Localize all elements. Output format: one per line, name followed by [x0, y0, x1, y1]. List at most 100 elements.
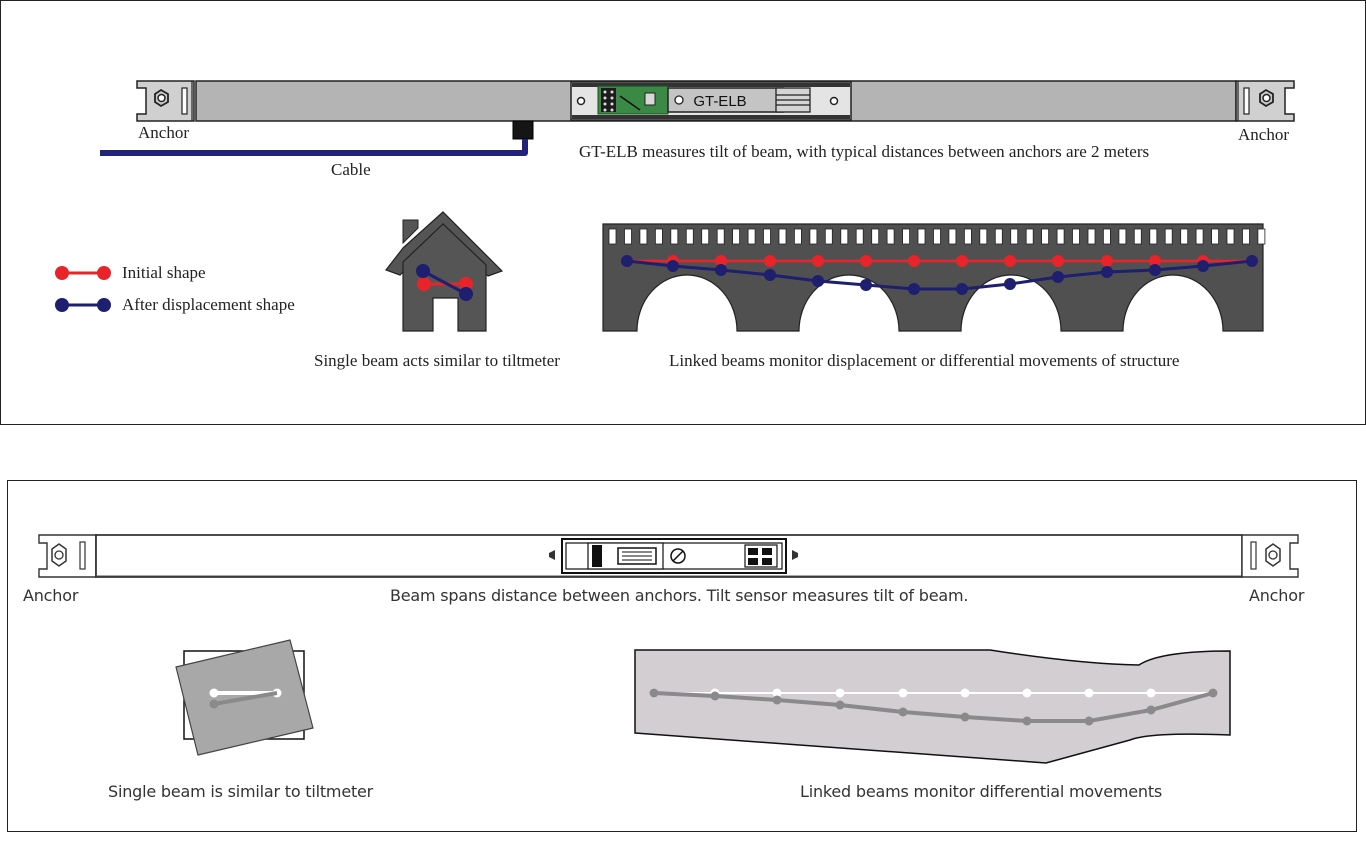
- strip-displaced-node: [960, 712, 970, 722]
- bridge-structure: [602, 223, 1266, 332]
- bridge-initial-node: [1052, 255, 1064, 267]
- strip-initial-node: [1084, 688, 1094, 698]
- railing-slot: [1211, 228, 1219, 245]
- strip-displaced-node: [1208, 688, 1218, 698]
- railing-slot: [809, 228, 818, 245]
- bridge-initial-node: [1101, 255, 1113, 267]
- bridge-displaced-node: [667, 260, 679, 272]
- strip-initial-node: [1146, 688, 1156, 698]
- strip-displaced-node: [772, 695, 782, 705]
- railing-slot: [1180, 228, 1189, 245]
- railing-slot: [639, 228, 648, 245]
- deformed-structure-strip: [634, 649, 1231, 764]
- railing-slot: [902, 228, 910, 245]
- top-beam-caption: GT-ELB measures tilt of beam, with typic…: [579, 142, 1150, 161]
- bridge-displaced-node: [956, 283, 968, 295]
- top-linked-beams-caption: Linked beams monitor displacement or dif…: [669, 351, 1180, 370]
- railing-slot: [1164, 228, 1173, 245]
- bridge-displaced-node: [812, 275, 824, 287]
- cable: [100, 120, 534, 156]
- railing-slot: [1025, 228, 1034, 245]
- legend-initial-shape-marker: [55, 266, 111, 280]
- bottom-sensor-unit: [549, 538, 798, 574]
- railing-slot: [778, 228, 787, 245]
- bridge-displaced-node: [908, 283, 920, 295]
- house-icon: [385, 211, 504, 332]
- strip-displaced-node: [1146, 705, 1156, 715]
- railing-slot: [948, 228, 957, 245]
- bridge-after-displacement-line: [621, 255, 1258, 295]
- top-sensor-unit: GT-ELB: [570, 81, 852, 121]
- strip-displaced-line: [649, 688, 1218, 726]
- railing-slot: [716, 228, 725, 245]
- railing-slot: [1226, 228, 1235, 245]
- bridge-initial-node: [715, 255, 727, 267]
- strip-initial-node: [1022, 688, 1032, 698]
- bottom-linked-beams-caption: Linked beams monitor differential moveme…: [800, 782, 1163, 801]
- railing-slot: [624, 228, 632, 245]
- railing-slot: [933, 228, 941, 245]
- railing-slot: [763, 228, 771, 245]
- bottom-right-anchor-bracket: [1241, 534, 1299, 578]
- top-anchor-right-label: Anchor: [1238, 125, 1289, 144]
- railing-slot: [1118, 228, 1127, 245]
- railing-slot: [732, 228, 740, 245]
- railing-slot: [685, 228, 694, 245]
- bottom-left-anchor-bracket: [38, 534, 97, 578]
- railing-slot: [1149, 228, 1158, 245]
- bottom-single-beam-caption: Single beam is similar to tiltmeter: [108, 782, 374, 801]
- right-anchor-bracket: [1235, 80, 1295, 122]
- railing-slot: [917, 228, 926, 245]
- top-diagram-graphics: GT-ELB: [55, 80, 1295, 332]
- strip-displaced-node: [835, 700, 845, 710]
- railing-slot: [1010, 228, 1019, 245]
- strip-initial-node: [960, 688, 970, 698]
- bridge-displaced-node: [1149, 264, 1161, 276]
- bridge-displaced-node: [1052, 271, 1064, 283]
- railing-slot: [855, 228, 864, 245]
- railing-slot: [964, 228, 972, 245]
- railing-slot: [1072, 228, 1080, 245]
- tiltmeter-block: [175, 639, 314, 756]
- top-single-beam-caption: Single beam acts similar to tiltmeter: [314, 351, 560, 370]
- railing-slot: [1195, 228, 1204, 245]
- strip-displaced-node: [1084, 716, 1094, 726]
- left-anchor-bracket: [136, 80, 195, 122]
- bridge-displaced-node: [1197, 260, 1209, 272]
- bridge-displaced-node: [621, 255, 633, 267]
- bridge-initial-node: [812, 255, 824, 267]
- sensor-label: GT-ELB: [693, 93, 746, 110]
- bridge-displaced-node: [764, 269, 776, 281]
- bridge-displaced-node: [1101, 266, 1113, 278]
- top-diagram-panel: [0, 0, 1366, 425]
- bridge-displaced-node: [1246, 255, 1258, 267]
- railing-slot: [794, 228, 802, 245]
- railing-slot: [1242, 228, 1250, 245]
- railing-slot: [1041, 228, 1049, 245]
- strip-initial-node: [772, 688, 782, 698]
- bridge-displaced-segment: [626, 259, 1253, 291]
- strip-displaced-node: [1022, 716, 1032, 726]
- bottom-anchor-right-label: Anchor: [1249, 586, 1305, 605]
- legend-after-displacement-label: After displacement shape: [122, 295, 295, 314]
- railing-slot: [871, 228, 880, 245]
- bridge-displaced-node: [715, 264, 727, 276]
- railing-slot: [824, 228, 833, 245]
- strip-displaced-node: [898, 707, 908, 717]
- railing-slot: [747, 228, 756, 245]
- railing-slot: [979, 228, 988, 245]
- bridge-initial-node: [1149, 255, 1161, 267]
- bridge-initial-node: [764, 255, 776, 267]
- bridge-initial-node: [1004, 255, 1016, 267]
- bridge-initial-node: [956, 255, 968, 267]
- railing-slot: [1133, 228, 1142, 245]
- bridge-displaced-node: [860, 279, 872, 291]
- railing-slot: [655, 228, 663, 245]
- bottom-beam-caption: Beam spans distance between anchors. Til…: [390, 586, 969, 605]
- railing-slot: [670, 228, 679, 245]
- strip-initial-node: [898, 688, 908, 698]
- strip-displaced-node: [649, 688, 659, 698]
- railing-slot: [1257, 228, 1266, 245]
- top-anchor-left-label: Anchor: [138, 123, 189, 142]
